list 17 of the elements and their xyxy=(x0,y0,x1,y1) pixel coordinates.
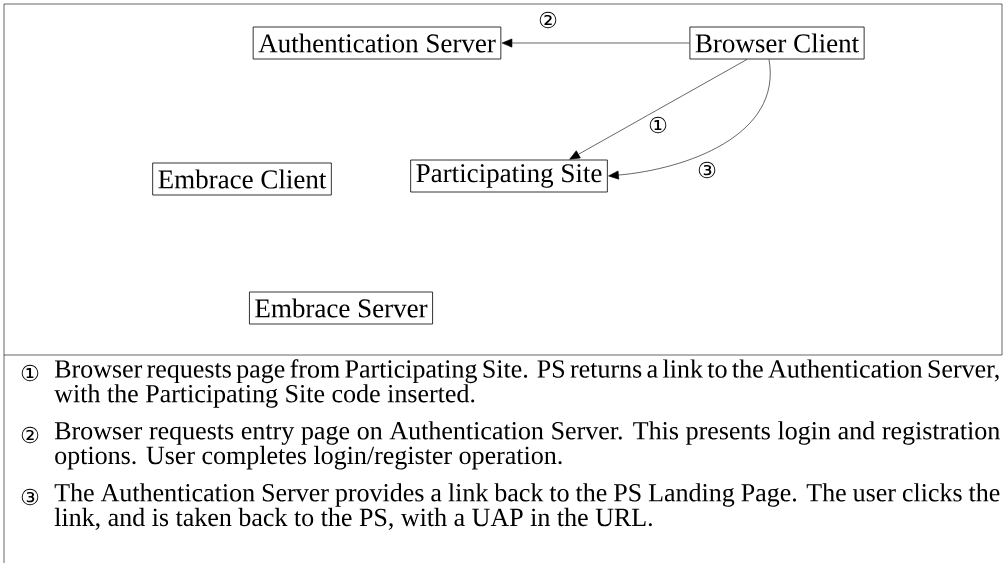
process-box: Embrace Server xyxy=(249,291,433,325)
callout-number: ② xyxy=(21,426,39,444)
process-box: Participating Site xyxy=(410,159,608,193)
callout-number: ③ xyxy=(21,488,39,506)
callout-number: ① xyxy=(21,364,39,382)
arrow xyxy=(501,38,690,48)
note: Browser requests entry page on Authentication Server. This presents login and registration options. User completes login/register operation. xyxy=(54,421,1000,470)
note: Browser requests page from Participating Site. PS returns a link to the Authentication Server, with the Participating Site code inserted. xyxy=(54,359,999,408)
edge-label: ③ xyxy=(696,160,718,180)
edge-label: ① xyxy=(647,115,669,135)
arrow xyxy=(569,59,748,160)
arrow xyxy=(608,59,771,180)
edge-label: ② xyxy=(537,10,559,30)
process-box: Authentication Server xyxy=(252,26,502,60)
process-box: Browser Client xyxy=(689,26,865,60)
process-box: Embrace Client xyxy=(152,162,332,196)
note: The Authentication Server provides a link back to the PS Landing Page. The user clicks the link, and is taken back to the PS, with a UAP in the URL. xyxy=(54,483,1000,530)
